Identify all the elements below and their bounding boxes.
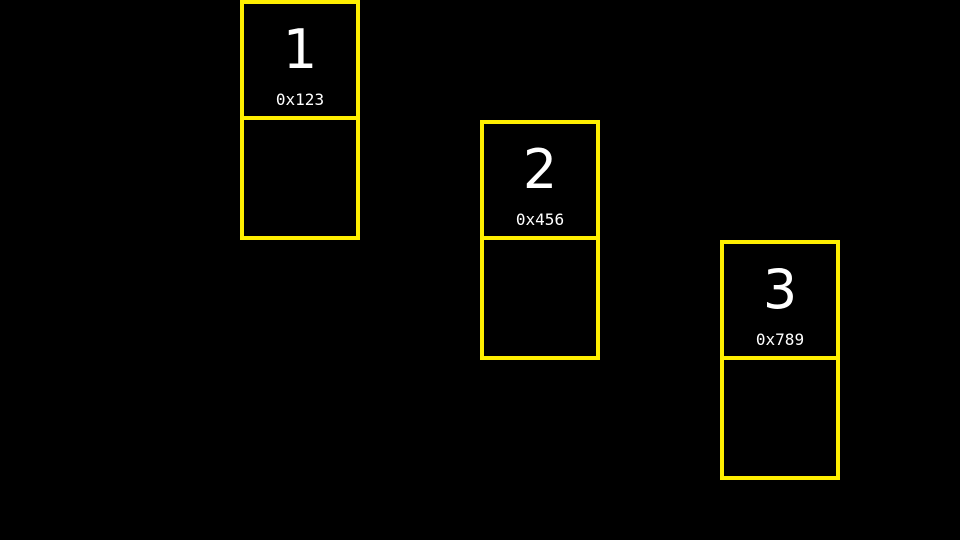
node-2-value: 2 xyxy=(522,138,558,201)
node-3-address: 0x789 xyxy=(755,330,805,349)
linked-list-node-2: 2 0x456 xyxy=(480,120,600,360)
node-3-data-cell: 3 0x789 xyxy=(724,244,836,360)
linked-list-node-3: 3 0x789 xyxy=(720,240,840,480)
node-1-data-cell: 1 0x123 xyxy=(244,4,356,120)
node-1-address: 0x123 xyxy=(275,90,325,109)
node-3-next-cell xyxy=(724,360,836,476)
node-1-value: 1 xyxy=(282,18,318,81)
node-2-data-cell: 2 0x456 xyxy=(484,124,596,240)
linked-list-node-1: 1 0x123 xyxy=(240,0,360,240)
node-2-next-cell xyxy=(484,240,596,356)
node-3-value: 3 xyxy=(762,258,798,321)
node-2-address: 0x456 xyxy=(515,210,565,229)
node-1-next-cell xyxy=(244,120,356,236)
